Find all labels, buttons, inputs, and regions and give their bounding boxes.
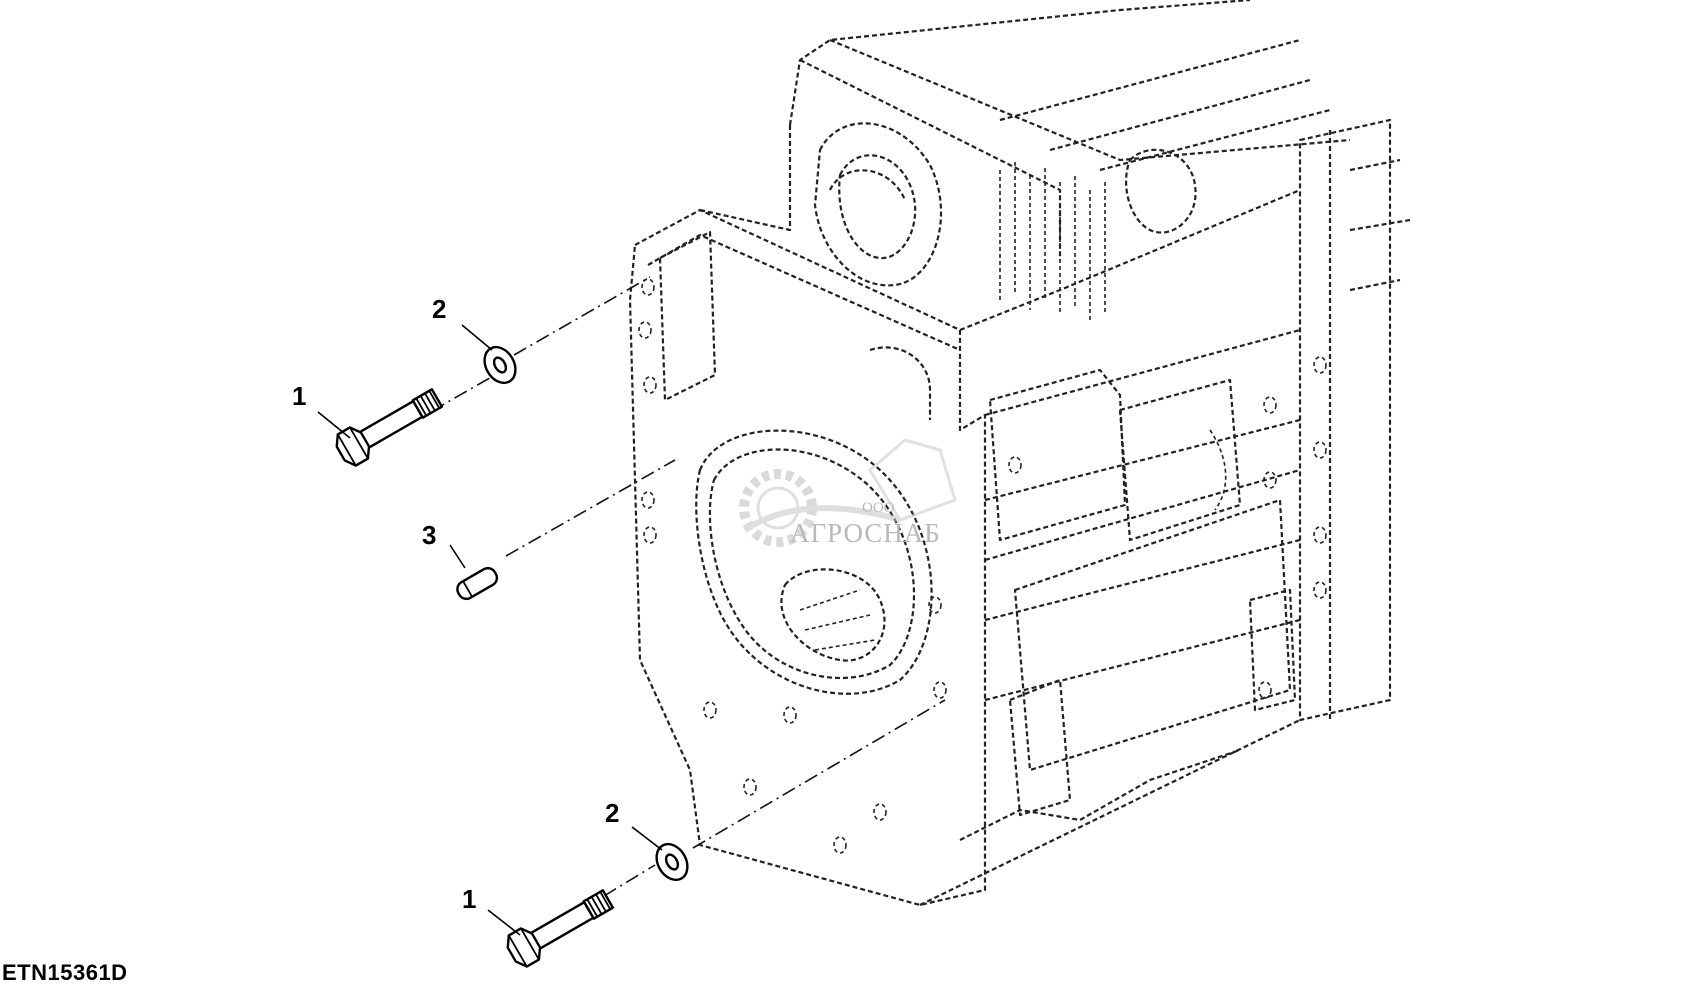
callout-bolt-upper: 1 <box>292 381 307 411</box>
washer-upper <box>483 345 517 385</box>
leader-lines <box>317 324 663 936</box>
phantom-housing <box>628 0 1411 907</box>
alignment-axes <box>431 276 946 897</box>
figure-id: ETN15361D <box>2 960 128 985</box>
callout-washer-lower: 2 <box>605 798 620 828</box>
hex-bolt-upper <box>335 388 444 467</box>
callout-dowel-pin: 3 <box>422 520 437 550</box>
callout-bolt-lower: 1 <box>462 884 477 914</box>
hex-bolt-lower <box>506 889 615 968</box>
washer-lower <box>655 842 689 882</box>
dowel-pin <box>456 566 499 601</box>
watermark-logo <box>739 438 957 547</box>
watermark-brand-text: АГРОСНАБ <box>790 518 941 548</box>
watermark-small-text: ООО <box>862 500 895 516</box>
callout-washer-upper: 2 <box>432 294 447 324</box>
